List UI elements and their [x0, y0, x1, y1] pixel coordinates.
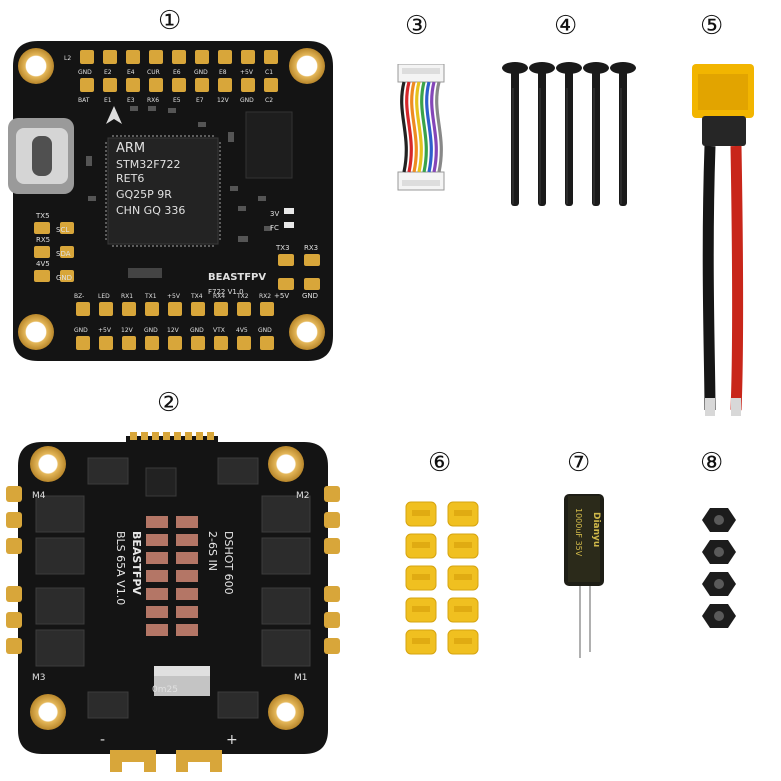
fc-top-upper-0: GND: [78, 69, 92, 76]
capacitor-graphic: Dianyu 1000uF 35V: [564, 494, 604, 658]
fc-model: F722 V1.0: [208, 288, 244, 296]
esc-graphic: 0m25 M4 M2 M3 M1 + - DSHOT 600 2-6S IN B…: [6, 432, 340, 772]
label-item-2: ②: [157, 388, 181, 418]
fc-bottom-upper-4: +5V: [167, 293, 181, 300]
fc-right-top-1: RX3: [304, 244, 318, 252]
fc-bottom-lower-1: +5V: [98, 327, 112, 334]
fc-bottom-upper-6: RX4: [213, 293, 225, 300]
fc-bottom-lower-2: 12V: [121, 327, 134, 334]
esc-motor-m2: M2: [296, 491, 310, 501]
label-item-7: ⑦: [567, 448, 591, 478]
fc-bottom-upper-0: BZ-: [74, 293, 84, 300]
fc-top-upper-3: CUR: [147, 69, 160, 76]
esc-shunt-label: 0m25: [152, 685, 178, 695]
fc-bottom-lower-0: GND: [74, 327, 88, 334]
fc-bottom-lower-7: 4V5: [236, 327, 248, 334]
capacitor: Dianyu 1000uF 35V: [560, 492, 610, 660]
fc-top-upper-7: +5V: [240, 69, 254, 76]
fc-top-upper-8: C1: [265, 69, 273, 76]
fc-bottom-upper-1: LED: [98, 293, 110, 300]
silicone-dampers: [402, 496, 486, 660]
fc-right-top-0: TX3: [275, 244, 290, 252]
fc-top-upper-l2: L2: [64, 55, 71, 62]
fc-top-lower-8: C2: [265, 97, 273, 104]
esc-model: BLS 65A V1.0: [114, 531, 127, 605]
fc-led-label-1: FC: [270, 224, 279, 232]
label-item-1: ①: [158, 6, 182, 36]
esc-minus-label: -: [100, 732, 105, 748]
esc-motor-m3: M3: [32, 673, 46, 683]
flight-controller-graphic: ARM STM32F722 RET6 GQ25P 9R CHN GQ 336 B…: [8, 41, 333, 361]
esc-voltage: 2-6S IN: [206, 531, 219, 571]
fc-bottom-lower-8: GND: [258, 327, 272, 334]
fc-top-lower-4: E5: [173, 97, 181, 104]
fc-top-upper-4: E6: [173, 69, 181, 76]
fc-bottom-lower-6: VTX: [213, 327, 225, 334]
screws-set: [500, 58, 640, 210]
label-item-4: ④: [554, 11, 578, 41]
mcu-line-3: RET6: [116, 172, 144, 185]
label-item-8: ⑧: [700, 448, 724, 478]
fc-top-lower-6: 12V: [217, 97, 230, 104]
fc-top-upper-2: E4: [127, 69, 135, 76]
fc-bottom-upper-8: RX2: [259, 293, 271, 300]
fc-top-lower-1: E1: [104, 97, 112, 104]
fc-top-lower-3: RX6: [147, 97, 159, 104]
fc-right-bottom-1: GND: [302, 292, 318, 300]
esc-motor-m1: M1: [294, 673, 308, 683]
xt60-pigtail: [686, 62, 766, 422]
fc-top-upper-6: E8: [219, 69, 227, 76]
fc-bottom-upper-3: TX1: [144, 293, 157, 300]
esc-motor-m4: M4: [32, 491, 46, 501]
fc-top-upper-5: GND: [194, 69, 208, 76]
esc-board: 0m25 M4 M2 M3 M1 + - DSHOT 600 2-6S IN B…: [6, 430, 340, 776]
fc-right-bottom-0: +5V: [274, 292, 289, 300]
fc-bottom-upper-2: RX1: [121, 293, 133, 300]
fc-top-lower-0: BAT: [78, 97, 90, 104]
nuts-set: [700, 506, 740, 632]
label-item-3: ③: [405, 11, 429, 41]
capacitor-rating: 1000uF 35V: [574, 508, 583, 557]
fc-top-upper-1: E2: [104, 69, 112, 76]
jst-cable: [390, 63, 450, 194]
fc-bottom-lower-3: GND: [144, 327, 158, 334]
fc-left-pad-0: TX5: [35, 212, 50, 220]
fc-brand: BEASTFPV: [208, 272, 266, 283]
label-item-5: ⑤: [700, 11, 724, 41]
jst-cable-graphic: [397, 63, 445, 191]
xt60-graphic: [692, 64, 754, 416]
nuts-graphic: [702, 508, 736, 628]
mcu-line-1: ARM: [116, 141, 145, 156]
fc-top-lower-7: GND: [240, 97, 254, 104]
fc-led-label-0: 3V: [270, 210, 279, 218]
fc-left-pad-2: 4V5: [36, 260, 50, 268]
fc-bottom-upper-5: TX4: [190, 293, 203, 300]
fc-top-lower-2: E3: [127, 97, 135, 104]
mcu-line-5: CHN GQ 336: [116, 204, 185, 217]
dampers-graphic: [405, 501, 479, 655]
fc-left-label-1: SDA: [56, 250, 71, 258]
esc-plus-label: +: [226, 732, 238, 748]
esc-brand: BEASTFPV: [130, 531, 143, 595]
fc-top-lower-5: E7: [196, 97, 204, 104]
capacitor-brand: Dianyu: [591, 512, 601, 547]
fc-left-pad-1: RX5: [36, 236, 50, 244]
esc-proto: DSHOT 600: [222, 531, 235, 595]
screws-graphic: [502, 62, 636, 206]
fc-bottom-lower-4: 12V: [167, 327, 180, 334]
flight-controller-board: ARM STM32F722 RET6 GQ25P 9R CHN GQ 336 B…: [8, 36, 338, 366]
fc-bottom-upper-7: TX2: [236, 293, 249, 300]
fc-left-label-2: GND: [56, 274, 72, 282]
fc-left-label-0: SCL: [56, 226, 69, 234]
fc-bottom-lower-5: GND: [190, 327, 204, 334]
mcu-line-4: GQ25P 9R: [116, 188, 172, 201]
label-item-6: ⑥: [428, 448, 452, 478]
mcu-line-2: STM32F722: [116, 158, 181, 171]
